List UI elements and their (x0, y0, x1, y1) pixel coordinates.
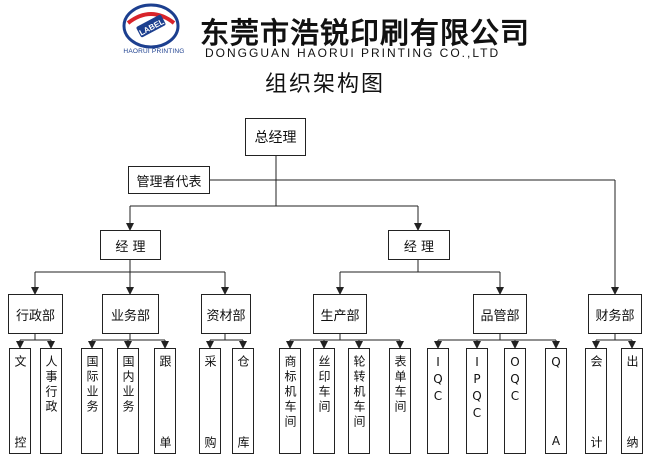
leaf-unit-label: IQC (431, 355, 445, 406)
leaf-unit-label: 计 (589, 436, 603, 451)
leaf-unit-label: Q (549, 355, 563, 372)
leaf-unit-box: 出纳 (621, 348, 643, 454)
leaf-unit-label: 国际业务 (85, 355, 99, 415)
leaf-unit-label: 文 (13, 355, 27, 370)
leaf-unit-label: 人事行政 (44, 355, 58, 415)
leaf-unit-label: OQC (508, 355, 522, 406)
manager-box-left: 经 理 (100, 230, 161, 260)
leaf-unit-label: 购 (203, 436, 217, 451)
dept-quality: 品管部 (473, 294, 527, 334)
dept-admin: 行政部 (8, 294, 63, 334)
leaf-unit-label: A (549, 434, 563, 451)
dept-materials: 资材部 (201, 294, 251, 334)
dept-sales: 业务部 (102, 294, 159, 334)
leaf-unit-box: 仓库 (232, 348, 254, 454)
general-manager-box: 总经理 (245, 118, 306, 156)
leaf-unit-label: 控 (13, 436, 27, 451)
leaf-unit-box: OQC (504, 348, 526, 454)
manager-box-right: 经 理 (388, 230, 450, 260)
leaf-unit-label: 丝印车间 (317, 355, 331, 415)
leaf-unit-box: 表单车间 (389, 348, 411, 454)
leaf-unit-box: 跟单 (154, 348, 176, 454)
leaf-unit-box: IQC (427, 348, 449, 454)
leaf-unit-box: 采购 (199, 348, 221, 454)
leaf-unit-label: 国内业务 (121, 355, 135, 415)
dept-finance: 财务部 (588, 294, 642, 334)
leaf-unit-box: 国内业务 (117, 348, 139, 454)
leaf-unit-label: 采 (203, 355, 217, 370)
leaf-unit-box: 丝印车间 (313, 348, 335, 454)
company-name-en: DONGGUAN HAORUI PRINTING CO.,LTD (205, 46, 501, 60)
leaf-unit-label: 库 (236, 436, 250, 451)
leaf-unit-label: 会 (589, 355, 603, 370)
leaf-unit-box: 商标机车间 (279, 348, 301, 454)
leaf-unit-box: 会计 (585, 348, 607, 454)
leaf-unit-label: 出 (625, 355, 639, 370)
chart-title: 组织架构图 (264, 72, 385, 97)
leaf-unit-label: 轮转机车间 (352, 355, 366, 430)
leaf-unit-label: 商标机车间 (283, 355, 297, 430)
dept-production: 生产部 (313, 294, 367, 334)
leaf-unit-label: 单 (158, 436, 172, 451)
leaf-unit-box: 文控 (9, 348, 31, 454)
leaf-unit-label: 仓 (236, 355, 250, 370)
logo-caption: HAORUI PRINTING (123, 48, 185, 55)
leaf-unit-box: 国际业务 (81, 348, 103, 454)
leaf-unit-label: IPQC (470, 355, 484, 423)
leaf-unit-label: 纳 (625, 436, 639, 451)
leaf-unit-label: 跟 (158, 355, 172, 370)
leaf-unit-box: 轮转机车间 (348, 348, 370, 454)
company-logo: LABEL (122, 3, 180, 49)
management-rep-box: 管理者代表 (128, 166, 210, 194)
leaf-unit-box: IPQC (466, 348, 488, 454)
leaf-unit-box: 人事行政 (40, 348, 62, 454)
company-name-cn: 东莞市浩锐印刷有限公司 (200, 16, 531, 50)
leaf-unit-label: 表单车间 (393, 355, 407, 415)
